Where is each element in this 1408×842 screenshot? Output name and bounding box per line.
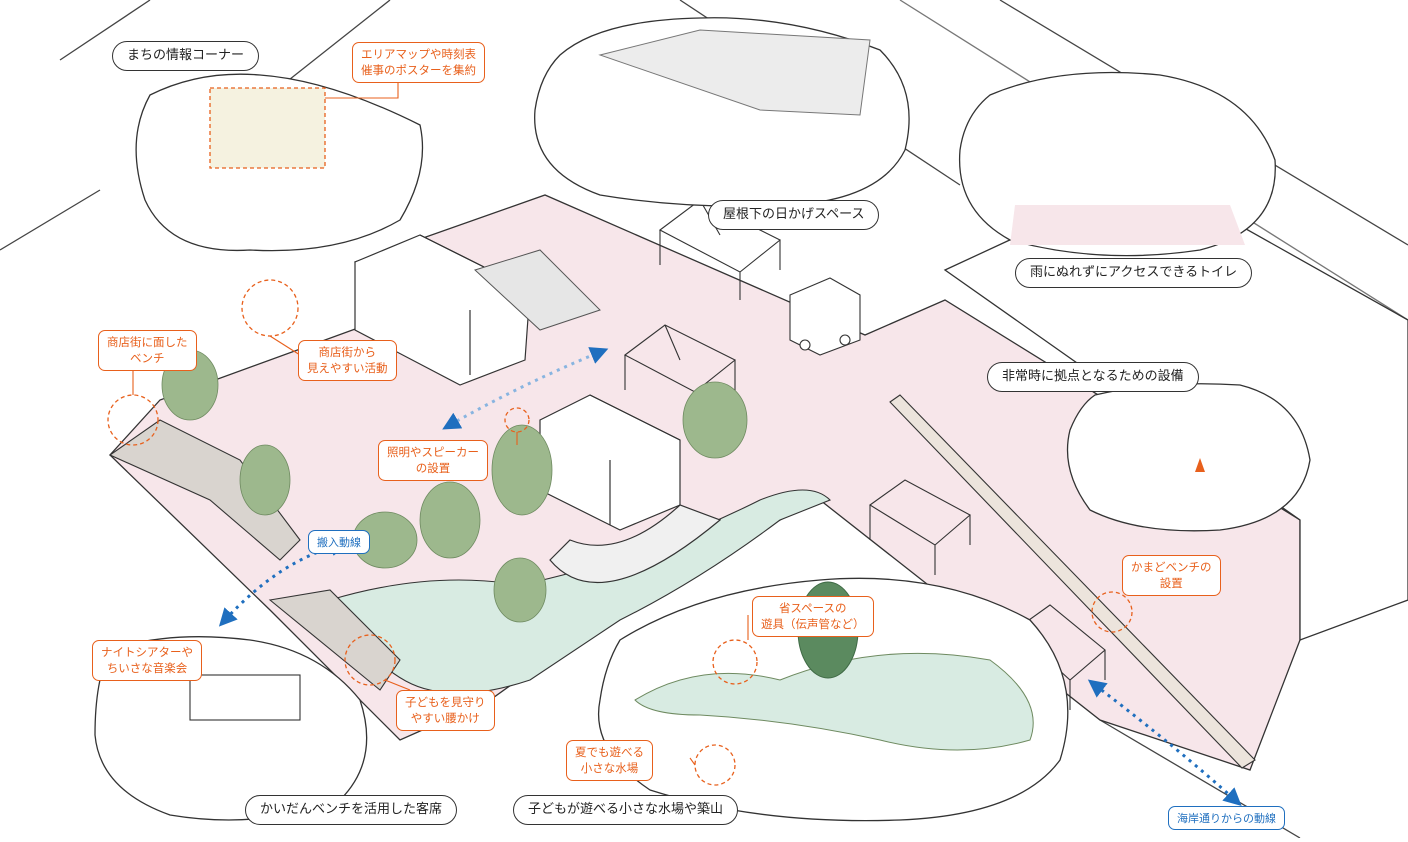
note-night-theater-line-1: ナイトシアターや xyxy=(101,645,193,659)
theater-screen xyxy=(189,674,301,721)
note-summer-water-line-2: 小さな水場 xyxy=(580,760,639,775)
note-area-map-line-2: 催事のポスターを集約 xyxy=(361,62,476,77)
label-emergency: 非常時に拠点となるための設備 xyxy=(987,362,1199,392)
inset-emergency xyxy=(1066,383,1311,532)
shade-cloth xyxy=(474,249,601,331)
note-summer-water: 夏でも遊べる 小さな水場 xyxy=(566,740,653,782)
note-shopping-bench-line-1: 商店街に面した xyxy=(107,335,188,349)
label-water-play: 子どもが遊べる小さな水場や築山 xyxy=(513,795,739,825)
note-night-theater-line-2: ちいさな音楽会 xyxy=(106,660,188,675)
note-kamado-bench-line-1: かまどベンチの xyxy=(1131,560,1212,574)
note-watch-kids: 子どもを見守り やすい腰かけ xyxy=(396,690,495,732)
label-toilet: 雨にぬれずにアクセスできるトイレ xyxy=(1015,258,1253,288)
note-lighting: 照明やスピーカー の設置 xyxy=(378,440,488,482)
note-shopping-bench: 商店街に面した ベンチ xyxy=(98,330,197,372)
note-lighting-line-2: の設置 xyxy=(415,460,451,475)
truck xyxy=(789,277,861,356)
note-watch-kids-line-1: 子どもを見守り xyxy=(405,695,486,709)
note-area-map: エリアマップや時刻表 催事のポスターを集約 xyxy=(352,42,485,84)
note-summer-water-line-1: 夏でも遊べる xyxy=(575,745,644,759)
note-shopping-bench-line-2: ベンチ xyxy=(130,350,165,365)
info-board xyxy=(209,87,326,169)
note-compact-play: 省スペースの 遊具（伝声管など） xyxy=(752,596,874,638)
label-info-corner: まちの情報コーナー xyxy=(112,41,260,71)
flow-arrows xyxy=(218,347,1242,807)
note-visible-activity-line-1: 商店街から xyxy=(318,345,377,359)
trees xyxy=(161,349,748,623)
shade-canvas xyxy=(598,29,871,116)
note-visible-activity: 商店街から 見えやすい活動 xyxy=(298,340,397,382)
flow-label-loading: 搬入動線 xyxy=(308,530,370,554)
water-play-mound xyxy=(634,652,1034,751)
note-kamado-bench-line-2: 設置 xyxy=(1159,575,1183,590)
kamado-flame xyxy=(1195,458,1205,472)
note-night-theater: ナイトシアターや ちいさな音楽会 xyxy=(92,640,202,682)
note-visible-activity-line-2: 見えやすい活動 xyxy=(307,360,388,375)
note-compact-play-line-2: 遊具（伝声管など） xyxy=(761,616,865,631)
note-compact-play-line-1: 省スペースの xyxy=(778,601,847,615)
long-bench xyxy=(889,394,1256,769)
note-area-map-line-1: エリアマップや時刻表 xyxy=(361,47,476,61)
note-kamado-bench: かまどベンチの 設置 xyxy=(1122,555,1221,597)
label-stair-bench-seating: かいだんベンチを活用した客席 xyxy=(245,795,458,825)
toilet-floor xyxy=(1010,205,1245,245)
note-watch-kids-line-2: やすい腰かけ xyxy=(410,710,480,725)
flow-label-coastal: 海岸通りからの動線 xyxy=(1168,806,1285,830)
note-lighting-line-1: 照明やスピーカー xyxy=(387,445,479,459)
label-shade-space: 屋根下の日かげスペース xyxy=(708,200,880,230)
